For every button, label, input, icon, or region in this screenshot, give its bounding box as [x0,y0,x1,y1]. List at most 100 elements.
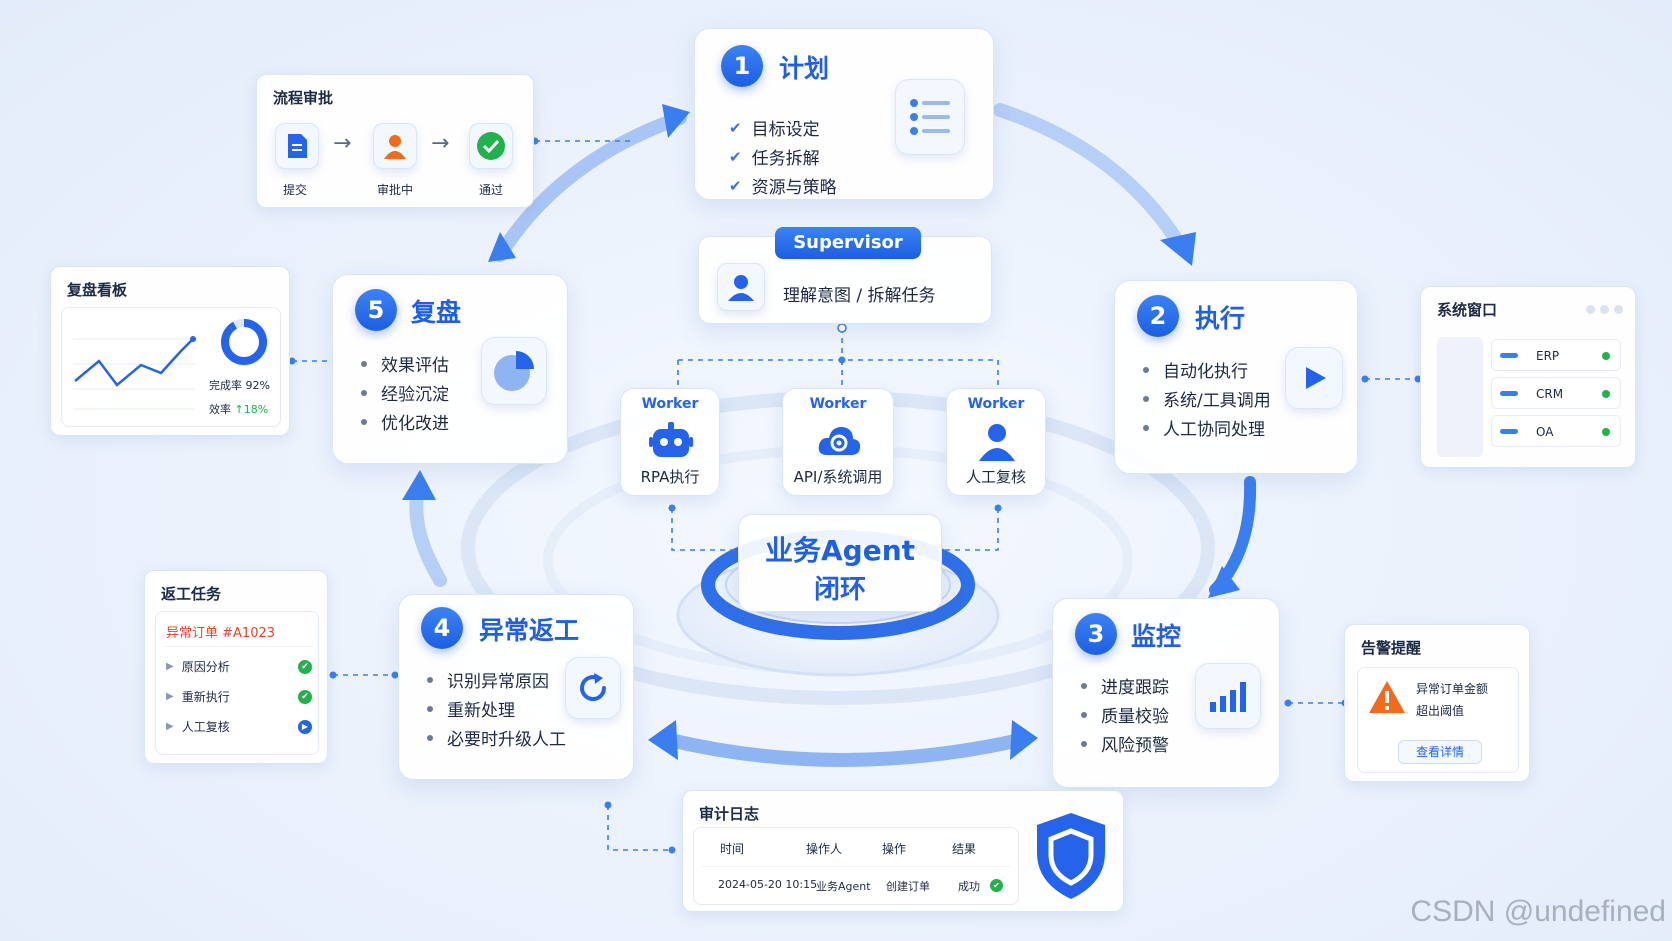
list-item: ✔目标设定 [729,118,820,141]
efficiency-value: ↑18% [234,403,269,416]
rework-tasks-title: 返工任务 [161,585,222,603]
dashboard-title: 复盘看板 [67,281,128,299]
stage-execute-card: 2 执行 自动化执行 系统/工具调用 人工协同处理 [1114,280,1358,474]
list-item: ✔资源与策略 [729,176,837,199]
system-name: OA [1536,425,1554,439]
system-row: CRM [1491,377,1621,409]
shield-icon [1037,813,1105,899]
check-icon: ✔ [729,147,742,166]
stage-review-card: 5 复盘 效果评估 经验沉淀 优化改进 [332,274,568,464]
bar-chart-icon [1195,663,1261,729]
list-item: 人工协同处理 [1143,413,1271,442]
system-window-title: 系统窗口 [1437,301,1498,319]
supervisor-badge: Supervisor [775,227,921,259]
cloud-gear-icon [818,427,861,455]
table-row: 2024-05-20 10:15 业务Agent 创建订单 成功 ✔ [694,878,1018,896]
connector-supervisor [677,328,999,388]
list-item: 系统/工具调用 [1143,384,1271,413]
play-small-icon: ▶ [166,721,174,732]
stage-review-list: 效果评估 经验沉淀 优化改进 [361,349,449,436]
stage-plan-list: ✔目标设定 ✔任务拆解 ✔资源与策略 [729,113,837,200]
robot-icon [649,422,693,457]
arrow-right-icon: → [333,131,352,156]
approval-title: 流程审批 [273,89,334,107]
system-window-panel: 系统窗口 ERP CRM OA [1420,286,1636,468]
status-dot-icon [1602,390,1610,398]
list-item: ▶重新执行 ✔ [166,688,312,705]
watermark: CSDN @undefined [1410,895,1666,928]
warning-icon [1369,681,1405,713]
center-agent-card: 业务Agent 闭环 [738,514,942,612]
user-icon [717,263,765,311]
worker-api: Worker API/系统调用 [782,388,894,496]
system-name: ERP [1536,349,1560,363]
play-small-icon: ▶ [166,661,174,672]
approval-panel: 流程审批 → → 提交 审批中 通过 [256,74,534,208]
table-header: 时间 操作人 操作 结果 [720,842,977,856]
list-item: 进度跟踪 [1081,671,1169,700]
stage-rework-card: 4 异常返工 识别异常原因 重新处理 必要时升级人工 [398,594,634,780]
play-icon [1285,347,1343,409]
status-dot-icon [1602,428,1610,436]
system-row: OA [1491,415,1621,447]
supervisor-text: 理解意图 / 拆解任务 [783,286,936,306]
pie-chart-icon [481,337,547,405]
arrow-rework-to-review [409,483,447,587]
document-icon [275,123,319,169]
arrow-review-to-plan [493,111,687,262]
check-circle-icon [469,123,513,169]
arrow-plan-to-execute [993,103,1187,252]
approval-step-pending: 审批中 [377,183,414,197]
reviewer-icon [373,123,417,169]
list-item: 识别异常原因 [427,665,566,694]
list-item: ▶原因分析 ✔ [166,658,312,675]
supervisor-card: Supervisor 理解意图 / 拆解任务 [698,227,992,324]
worker-human: Worker 人工复核 [946,388,1046,496]
stage-monitor-number: 3 [1075,613,1117,655]
alert-panel: 告警提醒 异常订单金额 超出阈值 查看详情 [1344,624,1530,782]
stage-plan-title: 计划 [779,54,830,83]
system-row: ERP [1491,339,1621,371]
list-item: ▶人工复核 ▶ [166,718,312,735]
stage-execute-list: 自动化执行 系统/工具调用 人工协同处理 [1143,355,1271,442]
check-circle-icon: ✔ [298,689,312,704]
check-icon: ✔ [729,176,742,195]
audit-log-panel: 审计日志 时间 操作人 操作 结果 2024-05-20 10:15 业务Age… [682,790,1124,912]
alert-line2: 超出阈值 [1416,704,1465,718]
approval-step-passed: 通过 [479,183,504,197]
dashboard-panel: 复盘看板 完成率 92% 效率 ↑18% [50,266,290,436]
efficiency-row: 效率 ↑18% [209,401,268,417]
checklist-icon [895,79,965,155]
list-item: 重新处理 [427,694,566,723]
view-details-button[interactable]: 查看详情 [1398,740,1482,764]
list-item: 自动化执行 [1143,355,1271,384]
stage-rework-list: 识别异常原因 重新处理 必要时升级人工 [427,665,566,752]
check-icon: ✔ [729,118,742,137]
person-icon [979,424,1015,461]
window-controls [1586,305,1623,314]
check-circle-icon: ✔ [990,879,1003,892]
rework-inner: 异常订单 #A1023 ▶原因分析 ✔ ▶重新执行 ✔ ▶人工复核 ▶ [155,611,319,755]
worker-name: 人工复核 [965,468,1026,486]
approval-step-submit: 提交 [283,183,308,197]
line-chart-icon [73,336,196,410]
center-title-line2: 闭环 [813,575,866,605]
stage-plan-number: 1 [721,45,763,87]
donut-chart [221,319,267,365]
worker-name: API/系统调用 [793,468,883,486]
alert-title: 告警提醒 [1361,639,1422,657]
worker-label: Worker [967,396,1025,412]
list-item: 必要时升级人工 [427,723,566,752]
alert-line1: 异常订单金额 [1416,682,1489,696]
worker-label: Worker [809,396,867,412]
center-title-line1: 业务Agent [764,534,916,567]
list-item: ✔任务拆解 [729,147,820,170]
abnormal-order: 异常订单 #A1023 [166,626,276,641]
arrow-monitor-rework [663,733,1027,767]
stage-plan-card: 1 计划 ✔目标设定 ✔任务拆解 ✔资源与策略 [694,28,994,200]
stage-rework-title: 异常返工 [479,616,580,645]
audit-table: 时间 操作人 操作 结果 2024-05-20 10:15 业务Agent 创建… [693,827,1019,905]
stage-monitor-card: 3 监控 进度跟踪 质量校验 风险预警 [1052,598,1280,788]
stage-execute-title: 执行 [1195,304,1246,333]
worker-name: RPA执行 [640,468,700,486]
